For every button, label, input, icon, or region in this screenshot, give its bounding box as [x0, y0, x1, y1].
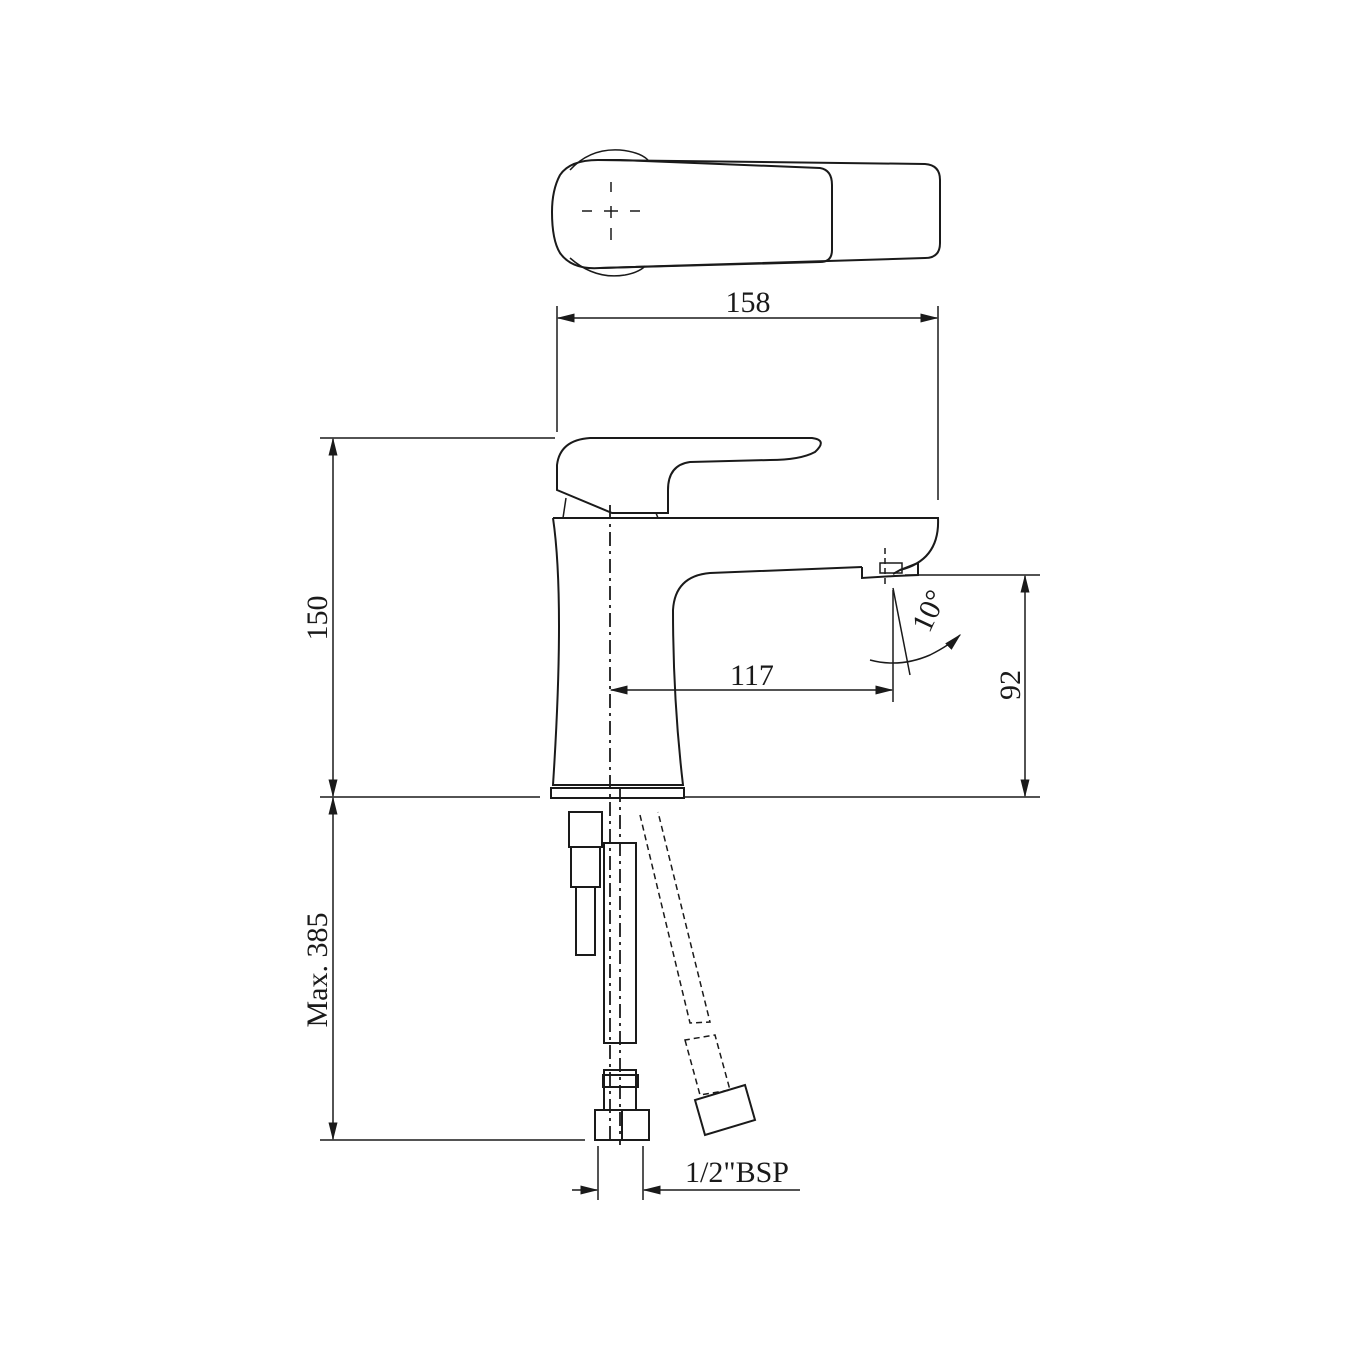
top-view [550, 149, 941, 277]
dimension-length: 158 [556, 286, 939, 500]
dimension-clearance: 92 [905, 574, 1040, 798]
dimension-hose-length: Max. 385 [301, 796, 585, 1141]
svg-text:1/2"BSP: 1/2"BSP [685, 1156, 789, 1189]
svg-text:Max. 385: Max. 385 [301, 913, 334, 1028]
supply-hoses [568, 811, 757, 1141]
dimension-height: 150 [301, 437, 1040, 798]
svg-text:117: 117 [730, 659, 774, 692]
side-view [550, 437, 940, 1145]
svg-text:150: 150 [301, 596, 334, 641]
svg-text:10°: 10° [906, 585, 954, 637]
svg-text:92: 92 [994, 670, 1027, 700]
dimension-connection: 1/2"BSP [572, 1146, 800, 1200]
center-mark-icon [582, 182, 640, 240]
dimension-angle: 10° [869, 548, 962, 676]
svg-text:158: 158 [726, 286, 771, 319]
dimension-reach: 117 [609, 590, 894, 702]
